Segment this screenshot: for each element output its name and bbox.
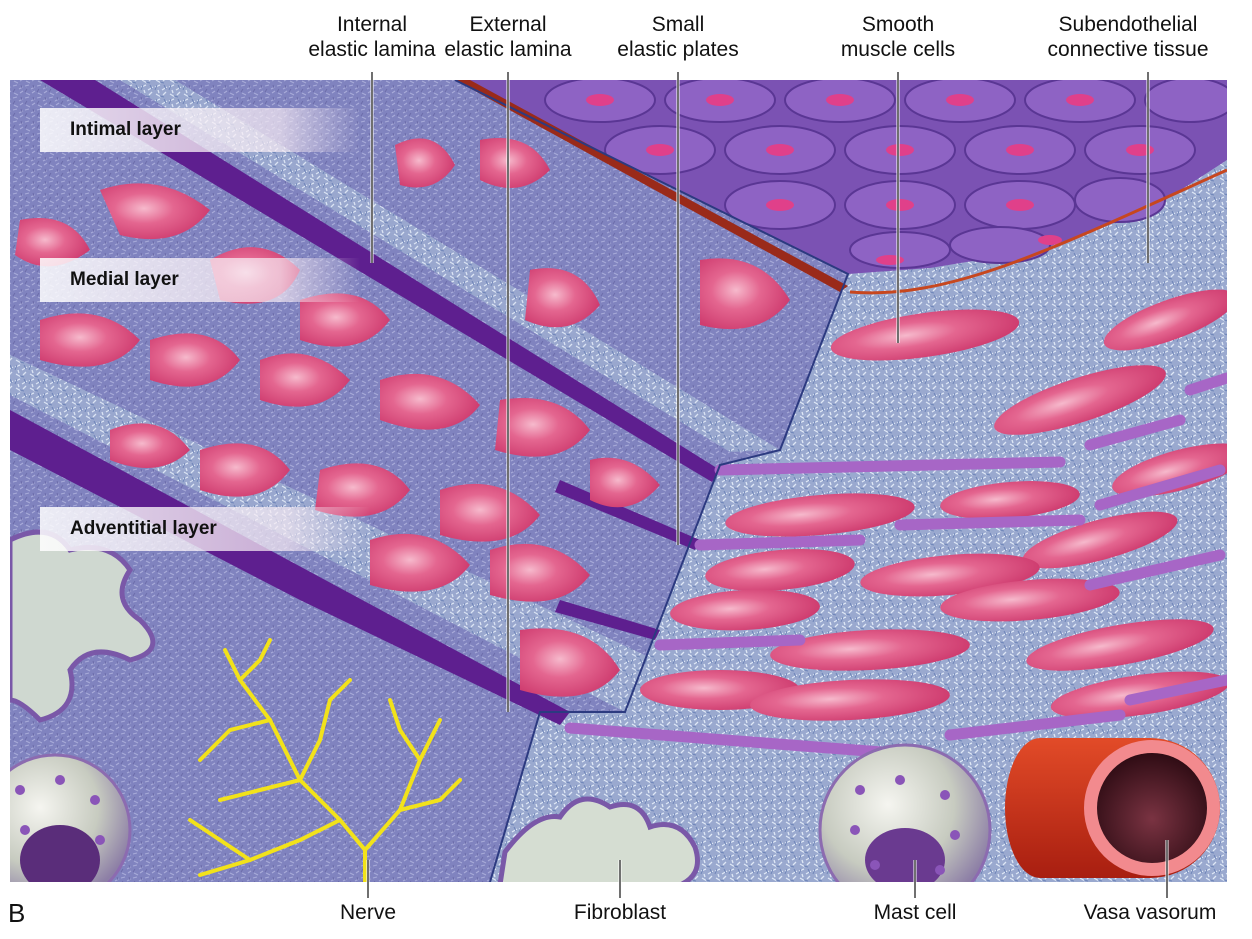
label-line: Small [558,12,798,37]
vasa-vasorum-vessel [1005,738,1220,878]
label-nerve: Nerve [268,900,468,925]
mast-cell-left [0,755,130,905]
label-vasa-vasorum: Vasa vasorum [1052,900,1248,925]
label-line: elastic plates [558,37,798,62]
layer-tag-intimal: Intimal layer [40,108,181,152]
label-line: Smooth [778,12,1018,37]
label-line: Subendothelial [1016,12,1240,37]
panel-letter: B [8,898,25,929]
label-subendothelial-connective-tissue: Subendothelial connective tissue [1016,12,1240,62]
label-smooth-muscle-cells: Smooth muscle cells [778,12,1018,62]
layer-tag-adventitial: Adventitial layer [40,507,217,551]
mast-cell-right [820,745,990,915]
label-small-elastic-plates: Small elastic plates [558,12,798,62]
label-mast-cell: Mast cell [815,900,1015,925]
label-fibroblast: Fibroblast [520,900,720,925]
label-line: connective tissue [1016,37,1240,62]
label-line: muscle cells [778,37,1018,62]
layer-tag-medial: Medial layer [40,258,179,302]
